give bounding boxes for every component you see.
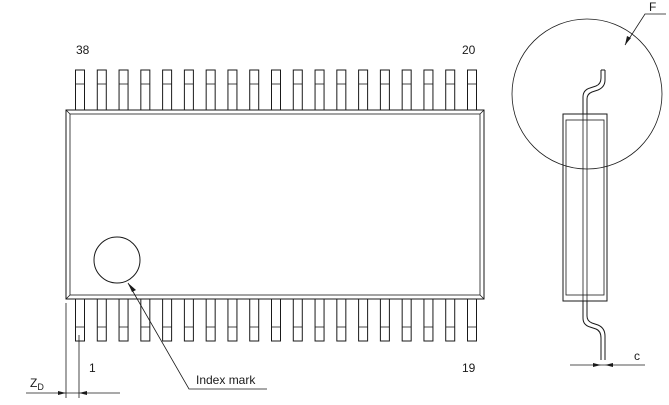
top-pin <box>358 69 369 111</box>
bottom-pin <box>75 298 85 342</box>
c-label: c <box>634 349 640 363</box>
bottom-pin <box>445 298 456 342</box>
zd-arrow-right <box>79 391 87 395</box>
top-pin <box>336 69 347 111</box>
index-mark-label: Index mark <box>196 373 256 387</box>
top-pin <box>445 69 456 111</box>
package-body-inner <box>69 113 481 296</box>
top-pin <box>271 69 281 111</box>
zd-arrow-left <box>58 391 66 395</box>
side-lead-top <box>582 69 606 114</box>
zd-label-subscript: D <box>37 382 44 392</box>
bottom-pin <box>423 298 434 342</box>
index-mark-circle <box>93 236 141 284</box>
bottom-pin <box>205 298 216 342</box>
bottom-pin <box>467 298 477 342</box>
bottom-pin <box>336 298 347 342</box>
top-pin <box>314 69 325 111</box>
bottom-pin <box>249 298 260 342</box>
bottom-pin <box>140 298 151 342</box>
top-pin <box>96 69 107 111</box>
pin-label-1: 1 <box>89 361 96 375</box>
detail-label: F <box>649 0 656 14</box>
bottom-pin <box>358 298 369 342</box>
bottom-pin <box>292 298 303 342</box>
top-pin <box>162 69 173 111</box>
zd-label-main: Z <box>30 376 37 390</box>
top-pin <box>75 69 85 111</box>
top-pin <box>379 69 390 111</box>
bottom-pin <box>271 298 281 342</box>
top-pin <box>292 69 303 111</box>
top-pin <box>140 69 151 111</box>
top-pin <box>118 69 129 111</box>
c-arrow-left <box>593 363 601 367</box>
bottom-pin <box>314 298 325 342</box>
pin-label-38: 38 <box>76 43 90 57</box>
package-body-outer <box>65 109 485 300</box>
bottom-pin-row <box>75 298 477 342</box>
bottom-pin <box>118 298 129 342</box>
side-body-inner <box>565 119 605 296</box>
detail-arrowhead <box>625 36 631 45</box>
bottom-pin <box>183 298 194 342</box>
detail-leader <box>624 13 666 46</box>
index-mark-leader <box>127 282 267 390</box>
top-pin <box>423 69 434 111</box>
bottom-pin <box>227 298 238 342</box>
pin-label-19: 19 <box>462 361 476 375</box>
pin-label-20: 20 <box>462 43 476 57</box>
bottom-pin <box>401 298 412 342</box>
index-mark-arrowhead <box>128 283 136 292</box>
top-pin <box>183 69 194 111</box>
bottom-pin <box>96 298 107 342</box>
top-pin <box>249 69 260 111</box>
side-lead-bottom <box>582 301 606 360</box>
zd-label: ZD <box>30 376 44 392</box>
side-body-outer <box>562 113 608 302</box>
c-arrow-right <box>605 363 613 367</box>
top-pin-row <box>75 69 477 111</box>
bottom-pin <box>379 298 390 342</box>
top-pin <box>467 69 477 111</box>
top-pin <box>401 69 412 111</box>
bottom-pin <box>162 298 173 342</box>
top-pin <box>227 69 238 111</box>
top-pin <box>205 69 216 111</box>
